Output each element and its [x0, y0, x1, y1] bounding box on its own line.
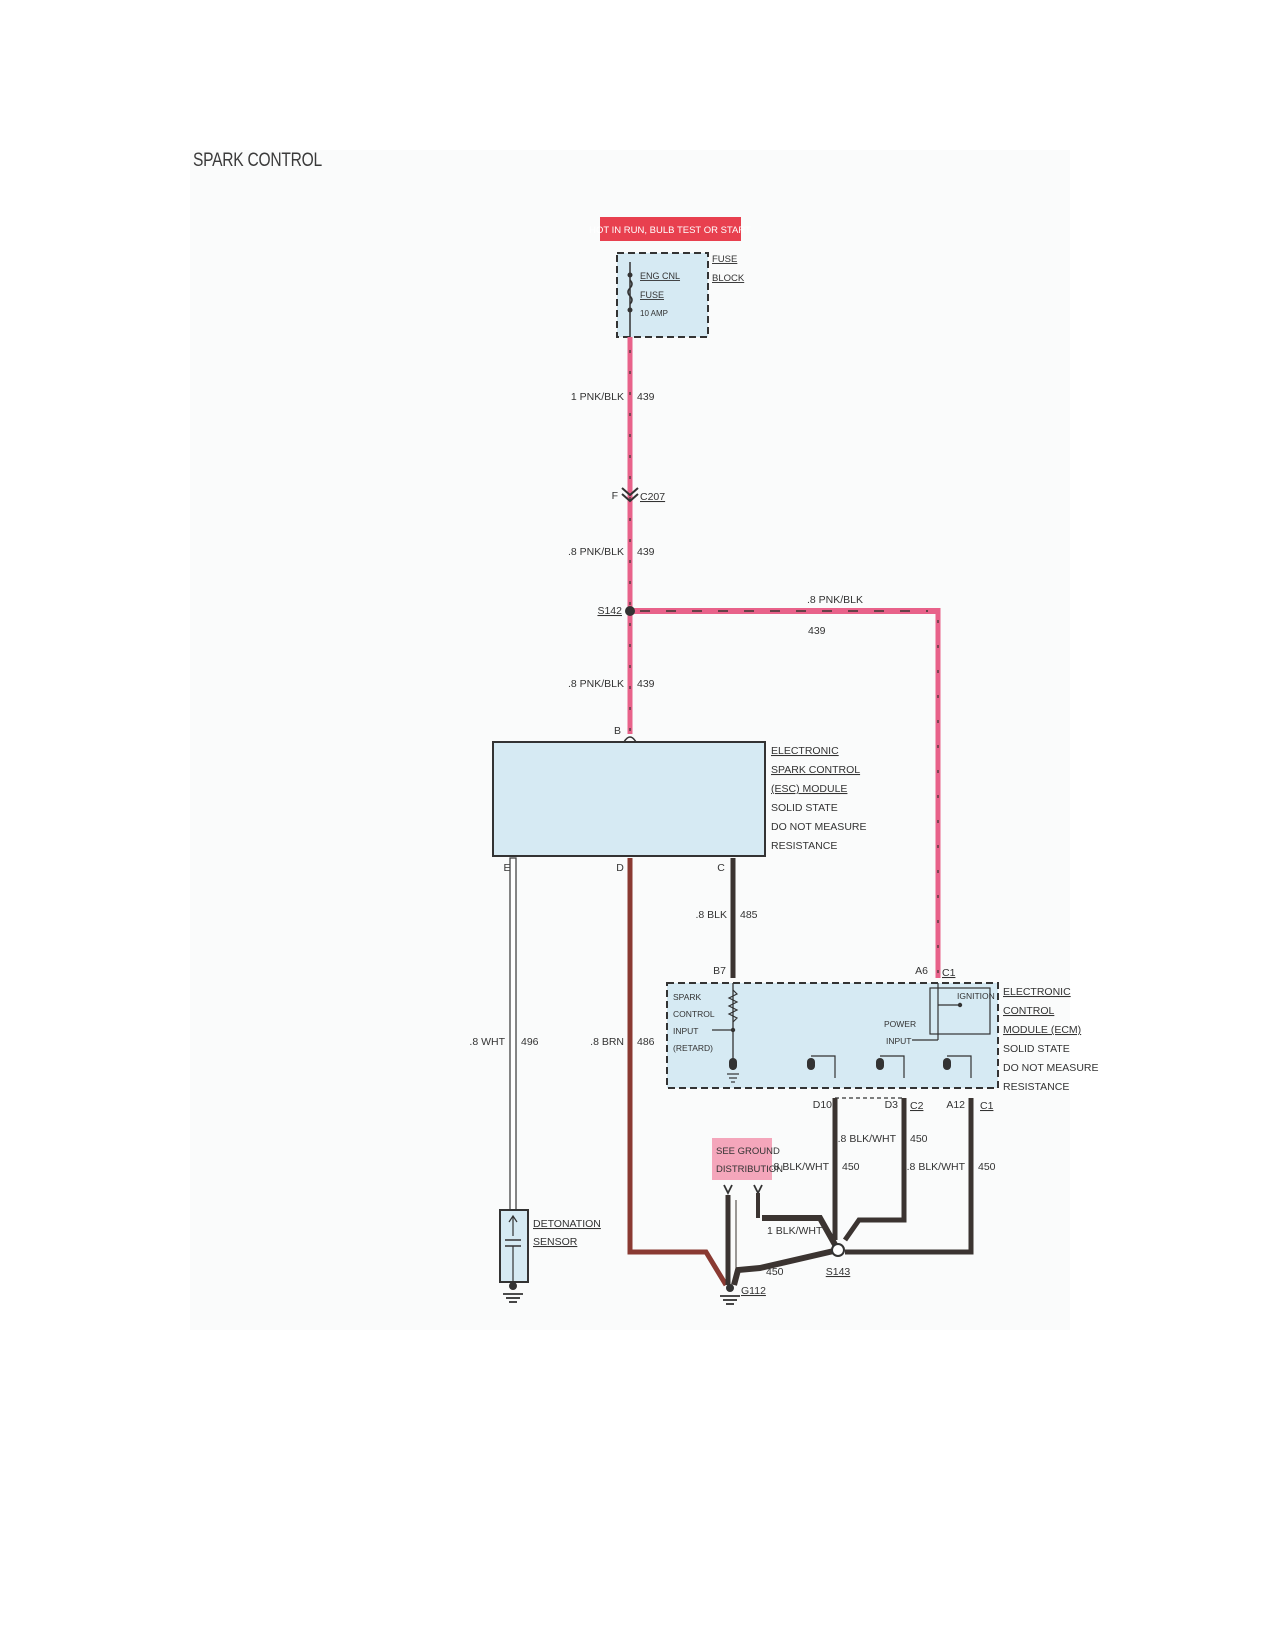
splice-s143-dot — [831, 1243, 845, 1257]
hot-in-run-banner: HOT IN RUN, BULB TEST OR START — [589, 217, 751, 241]
ecm-label-3: MODULE (ECM) — [1003, 1024, 1081, 1036]
power-input-1: POWER — [884, 1019, 916, 1029]
ecm-label-6: RESISTANCE — [1003, 1081, 1069, 1093]
wire-label-d3-circuit: 450 — [910, 1133, 928, 1145]
spark-input-2: CONTROL — [673, 1009, 715, 1019]
esc-pin-b: B — [614, 725, 621, 737]
esc-label-6: RESISTANCE — [771, 840, 837, 852]
splice-s142-dot — [625, 606, 635, 616]
fuse-name-1: ENG CNL — [640, 271, 680, 281]
wire-label-g-gauge: 1 BLK/WHT — [767, 1225, 823, 1237]
sensor-label-2: SENSOR — [533, 1236, 578, 1248]
esc-pin-c: C — [717, 862, 725, 874]
wire-486-brown — [627, 858, 729, 1287]
detonation-sensor — [499, 1209, 529, 1303]
ecm-module — [666, 982, 999, 1089]
wire-label-c-circuit: 485 — [740, 909, 758, 921]
wire-496-white — [509, 857, 517, 1211]
splice-s142-label: S142 — [597, 605, 622, 617]
see-ground-distribution-box — [712, 1138, 772, 1218]
ecm-pin-b7: B7 — [713, 965, 726, 977]
ecm-label-1: ELECTRONIC — [1003, 986, 1071, 998]
wire-label-w1-circuit: 439 — [637, 391, 655, 403]
ground-label: G112 — [741, 1285, 766, 1297]
esc-label-4: SOLID STATE — [771, 802, 838, 814]
wire-450-ground-harness — [725, 1098, 974, 1286]
wire-label-w3-circuit: 439 — [637, 678, 655, 690]
wire-label-g-circuit: 450 — [766, 1266, 784, 1278]
wire-label-e-circuit: 496 — [521, 1036, 539, 1048]
ecm-pin-d3: D3 — [885, 1099, 899, 1111]
esc-label-1: ELECTRONIC — [771, 745, 839, 757]
ignition-label: IGNITION — [957, 991, 995, 1001]
ground-g112 — [720, 1284, 740, 1305]
fuse-block: ENG CNL FUSE 10 AMP FUSE BLOCK — [616, 252, 745, 338]
ecm-pin-a12: A12 — [946, 1099, 965, 1111]
wire-439-branch — [630, 608, 941, 978]
wire-label-w4-gauge: .8 PNK/BLK — [807, 594, 863, 606]
diagram-text: HOT IN RUN, BULB TEST OR START — [589, 225, 751, 236]
esc-label-3: (ESC) MODULE — [771, 783, 847, 795]
see-ground-2: DISTRIBUTION — [716, 1164, 783, 1175]
wire-label-d-circuit: 486 — [637, 1036, 655, 1048]
esc-pin-d: D — [616, 862, 624, 874]
wire-label-a12-circuit: 450 — [978, 1161, 996, 1173]
fuse-block-label-2: BLOCK — [712, 273, 745, 284]
wire-label-e-gauge: .8 WHT — [469, 1036, 505, 1048]
wire-label-a12-gauge: .8 BLK/WHT — [907, 1161, 966, 1173]
wire-label-w2-gauge: .8 PNK/BLK — [568, 546, 624, 558]
fuse-name-2: FUSE — [640, 290, 664, 300]
spark-input-4: (RETARD) — [673, 1043, 713, 1053]
connector-name: C207 — [640, 491, 665, 503]
fuse-rating: 10 AMP — [640, 309, 668, 318]
wire-label-d10-gauge: .8 BLK/WHT — [771, 1161, 830, 1173]
ecm-label-4: SOLID STATE — [1003, 1043, 1070, 1055]
spark-input-3: INPUT — [673, 1026, 699, 1036]
ecm-pin-a6: A6 — [915, 965, 928, 977]
ecm-label-5: DO NOT MEASURE — [1003, 1062, 1098, 1074]
page-title: SPARK CONTROL — [193, 150, 322, 171]
splice-s143-label: S143 — [826, 1266, 851, 1278]
wire-label-c-gauge: .8 BLK — [695, 909, 727, 921]
wire-label-w3-gauge: .8 PNK/BLK — [568, 678, 624, 690]
ecm-pin-c2: C2 — [910, 1100, 924, 1112]
wire-label-d3-gauge: .8 BLK/WHT — [838, 1133, 897, 1145]
spark-input-1: SPARK — [673, 992, 702, 1002]
esc-label-5: DO NOT MEASURE — [771, 821, 866, 833]
sensor-label-1: DETONATION — [533, 1218, 601, 1230]
ecm-label-2: CONTROL — [1003, 1005, 1054, 1017]
esc-label-2: SPARK CONTROL — [771, 764, 860, 776]
esc-pin-e: E — [503, 862, 510, 874]
ecm-pin-c1: C1 — [942, 967, 956, 979]
wire-label-d10-circuit: 450 — [842, 1161, 860, 1173]
wire-label-d-gauge: .8 BRN — [590, 1036, 624, 1048]
fuse-block-label-1: FUSE — [712, 254, 737, 265]
esc-module — [492, 736, 766, 857]
see-ground-1: SEE GROUND — [716, 1146, 780, 1157]
wire-label-w2-circuit: 439 — [637, 546, 655, 558]
ecm-pin-d10: D10 — [813, 1099, 832, 1111]
connector-c207 — [621, 487, 639, 503]
power-input-2: INPUT — [886, 1036, 912, 1046]
wire-label-w4-circuit: 439 — [808, 625, 826, 637]
wire-label-w1-gauge: 1 PNK/BLK — [571, 391, 624, 403]
connector-pin: F — [612, 490, 618, 502]
ecm-pin-c1b: C1 — [980, 1100, 994, 1112]
